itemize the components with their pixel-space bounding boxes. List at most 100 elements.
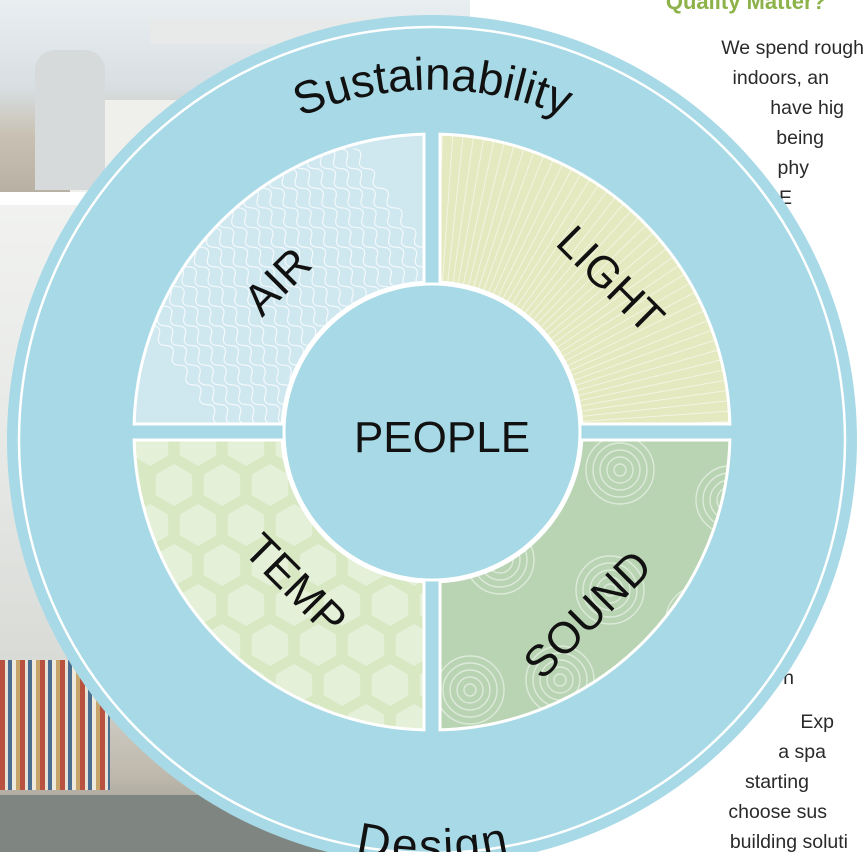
- light-ray: [578, 365, 730, 402]
- temp-hexagon: [323, 664, 361, 706]
- light-ray: [487, 136, 552, 294]
- outer-ring-stroke: [17, 25, 847, 852]
- temp-hexagon: [299, 544, 337, 586]
- light-ray: [577, 354, 730, 397]
- temp-hexagon: [275, 504, 313, 546]
- temp-hexagon: [155, 464, 193, 506]
- air-wave-line: [288, 148, 424, 424]
- light-ray: [457, 134, 488, 285]
- temp-hexagon: [251, 624, 289, 666]
- temp-segment: [132, 438, 426, 732]
- body-line: choose sus: [728, 801, 827, 823]
- air-wave-line: [134, 148, 221, 424]
- light-ray: [574, 333, 730, 387]
- light-ray: [556, 253, 696, 349]
- light-ray: [572, 322, 730, 382]
- temp-hexagon: [203, 464, 241, 506]
- body-line: We spend rough: [721, 37, 864, 59]
- body-line: indoors, an: [732, 67, 829, 89]
- light-ray: [482, 134, 542, 292]
- sound-ripple: [603, 583, 617, 597]
- sound-ripple: [695, 465, 730, 535]
- section-heading: Quality Matter?: [665, 0, 826, 14]
- sound-ripple: [546, 666, 574, 694]
- temp-hexagon: [371, 664, 409, 706]
- light-ray: [467, 134, 510, 287]
- light-ray: [576, 343, 730, 392]
- temp-hexagon: [275, 584, 313, 626]
- temp-hexagon: [134, 440, 169, 466]
- body-line: h: [783, 667, 794, 689]
- sound-ripple: [440, 655, 505, 725]
- air-wave-line: [134, 148, 273, 424]
- light-ray: [528, 188, 637, 318]
- sound-ripple: [596, 576, 624, 604]
- light-ray: [566, 292, 719, 367]
- light-ray: [568, 302, 723, 372]
- light-ray: [581, 420, 730, 424]
- light-ray: [579, 376, 730, 407]
- body-line: starting: [745, 771, 809, 793]
- light-ray: [535, 202, 654, 325]
- temp-hexagon: [251, 544, 289, 586]
- air-wave-line: [340, 148, 424, 424]
- light-ray: [472, 134, 521, 288]
- sound-ripple: [606, 456, 634, 484]
- people-label: PEOPLE: [354, 413, 530, 462]
- light-ray: [546, 227, 676, 336]
- light-ray: [452, 134, 477, 284]
- temp-hexagon: [203, 544, 241, 586]
- sound-ripple: [553, 673, 567, 687]
- light-ray: [447, 134, 466, 283]
- sound-ripple: [702, 472, 730, 528]
- temp-hexagon: [395, 704, 424, 730]
- light-ray: [440, 134, 444, 283]
- temp-hexagon: [179, 504, 217, 546]
- light-ray: [580, 387, 730, 412]
- temp-hexagon: [179, 440, 217, 466]
- light-ray: [492, 141, 562, 296]
- air-wave-line: [134, 148, 286, 424]
- light-ray: [558, 263, 702, 353]
- light-ray: [497, 145, 572, 298]
- temp-hexagon: [251, 464, 289, 506]
- sound-ripple: [592, 442, 648, 498]
- body-line: a spa: [778, 741, 826, 763]
- center-circle: [282, 282, 582, 582]
- light-ray: [501, 150, 582, 300]
- body-line: phy: [777, 157, 809, 179]
- sound-segment: [438, 438, 732, 732]
- light-ray: [553, 244, 690, 345]
- sound-ripple: [442, 662, 498, 718]
- temp-hexagon: [227, 440, 265, 466]
- light-ray: [581, 398, 730, 417]
- temp-hexagon: [347, 624, 385, 666]
- light-ray: [515, 168, 611, 308]
- body-line: have hig: [770, 97, 844, 119]
- light-ray: [531, 195, 646, 321]
- sound-ripple: [449, 669, 491, 711]
- air-wave-line: [353, 148, 424, 424]
- light-ray-texture: [440, 134, 730, 424]
- temp-hexagon: [227, 504, 265, 546]
- light-ray: [519, 174, 620, 311]
- sound-ripple: [463, 683, 477, 697]
- sound-ripple: [613, 463, 627, 477]
- light-ray: [543, 218, 669, 333]
- light-segment: [438, 132, 732, 426]
- sound-ripple: [456, 676, 484, 704]
- temp-hexagon: [395, 624, 424, 666]
- light-ray: [549, 235, 683, 341]
- temp-hexagon: [323, 584, 361, 626]
- sound-ripple: [582, 562, 638, 618]
- light-ray: [477, 134, 531, 290]
- light-ray: [506, 156, 592, 303]
- light-ray: [581, 409, 730, 423]
- sound-ripple: [716, 486, 730, 514]
- light-ray: [561, 272, 708, 358]
- sound-ripple: [709, 479, 730, 521]
- light-ray: [539, 210, 662, 329]
- air-wave-line: [275, 148, 424, 424]
- sound-ripple: [539, 659, 581, 701]
